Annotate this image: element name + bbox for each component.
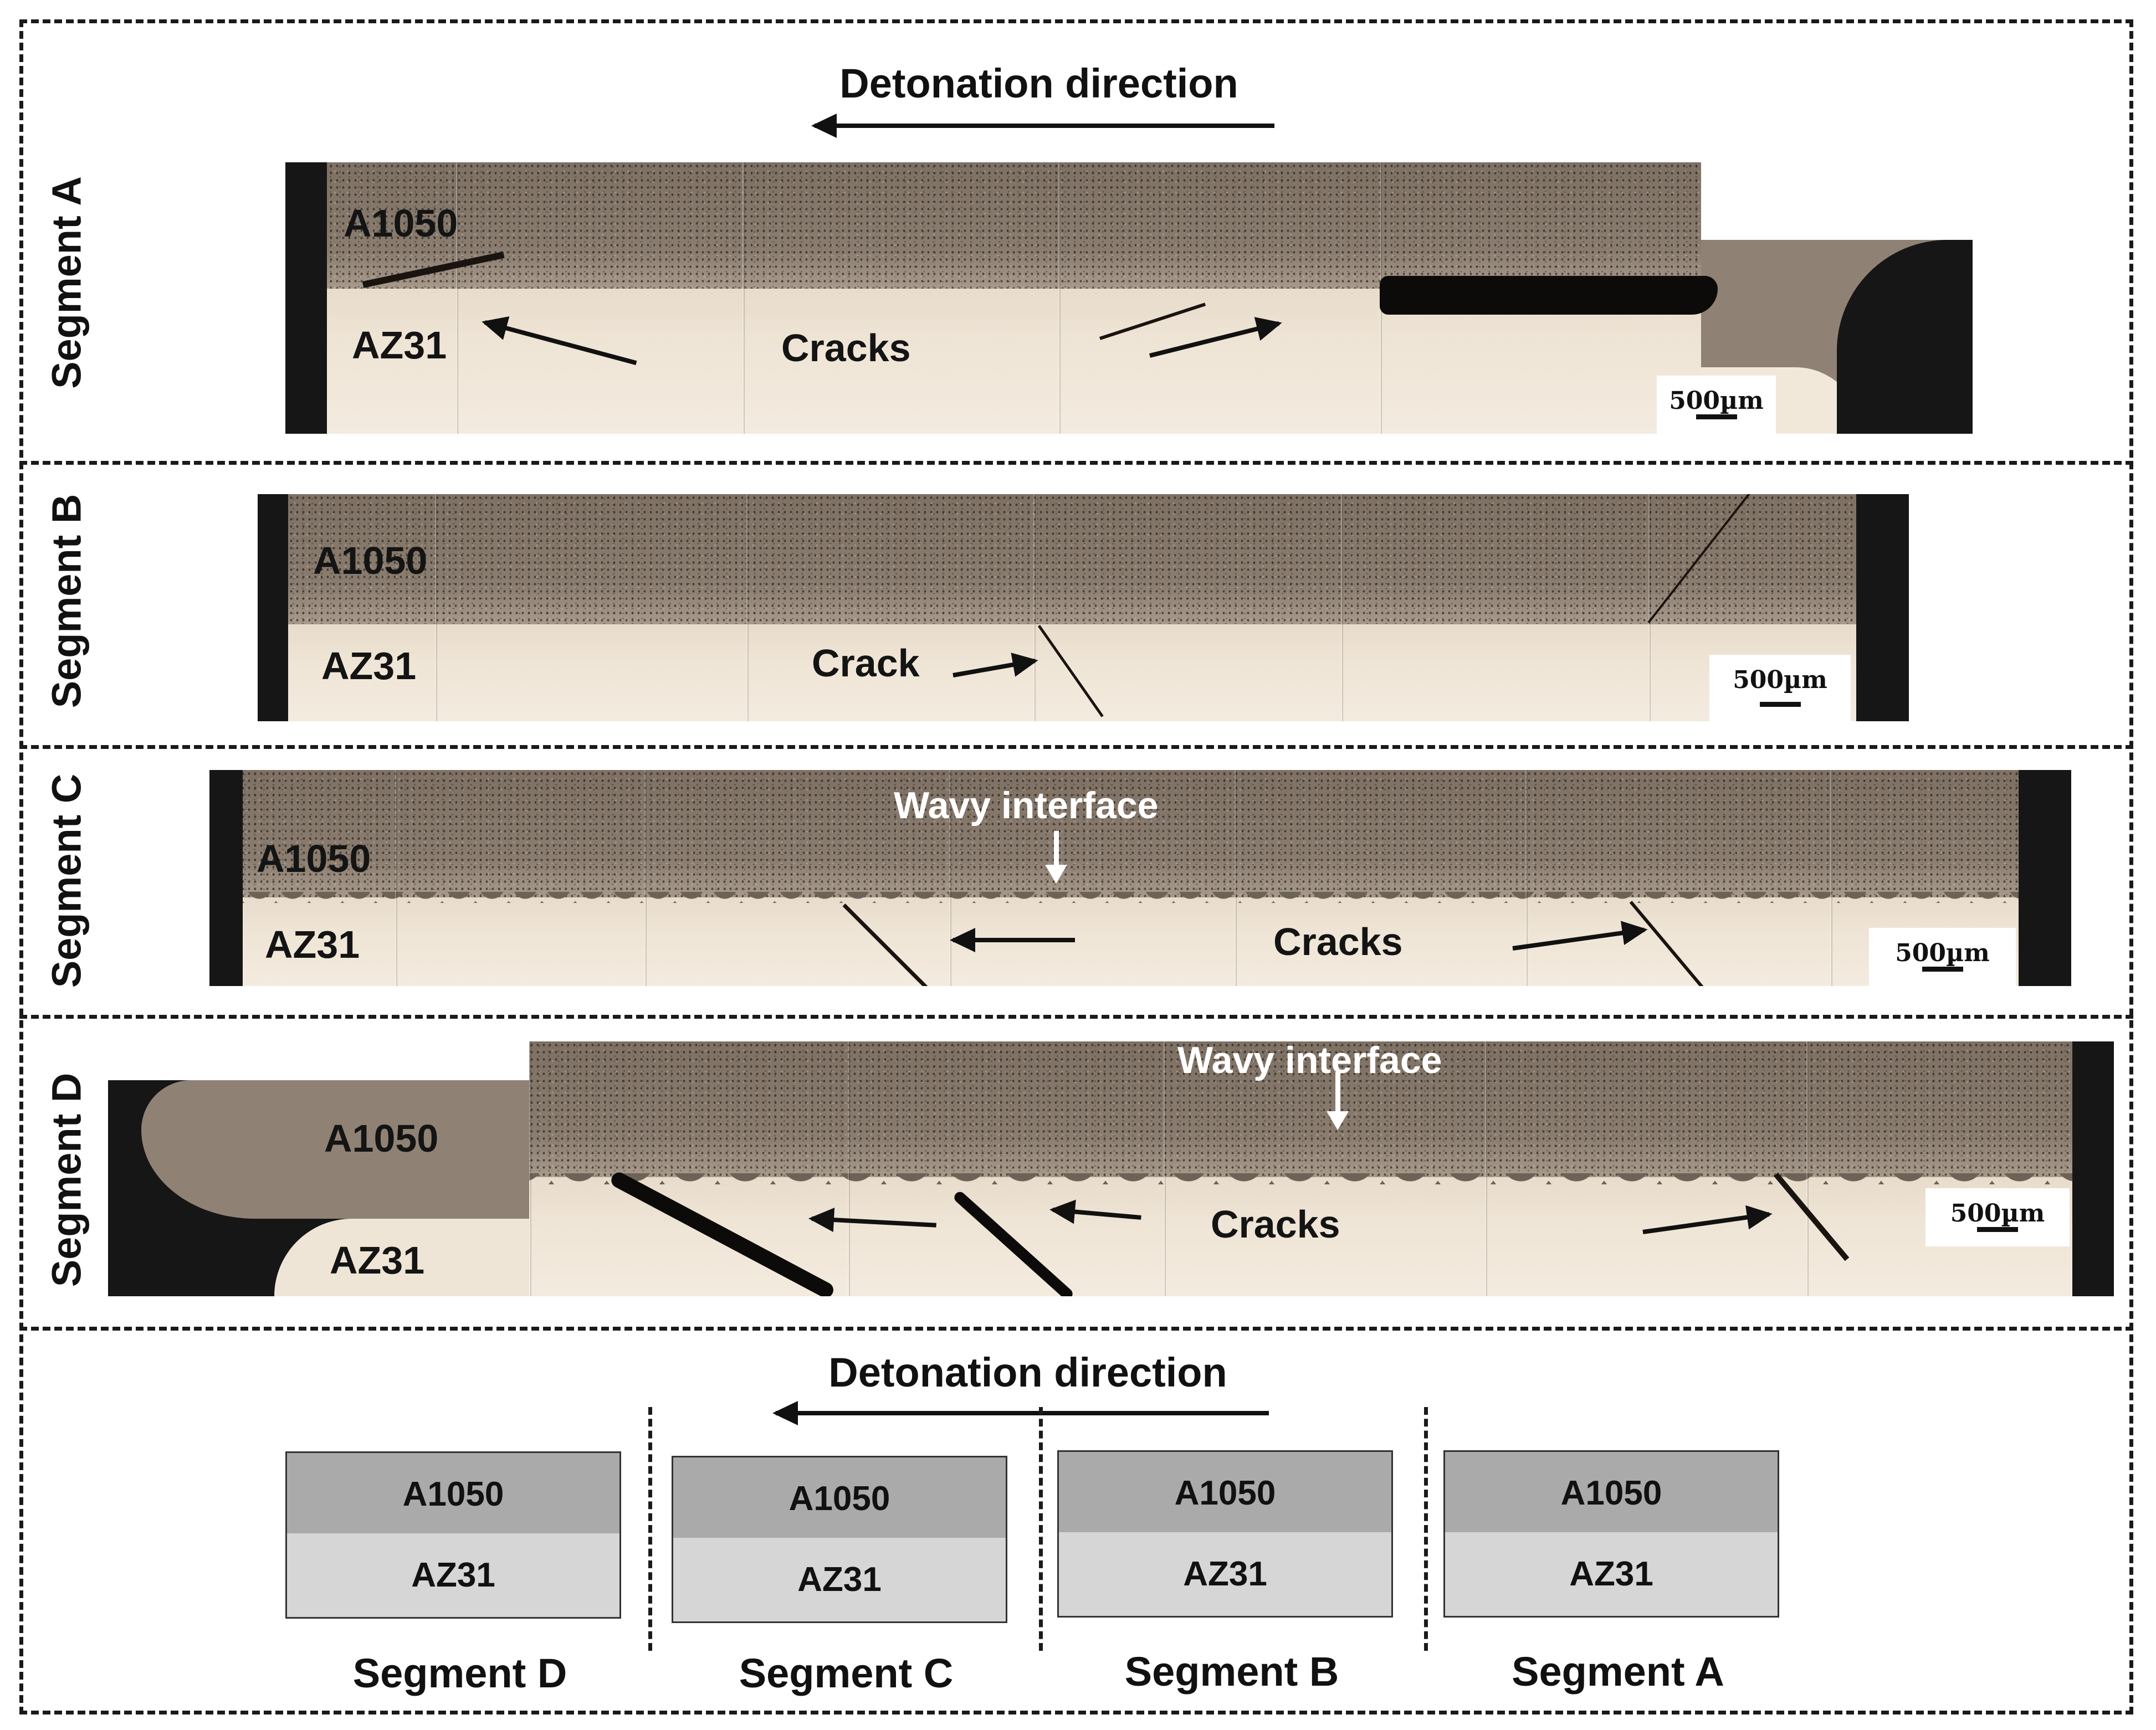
scale-bar: 500µm <box>1657 376 1776 434</box>
segment-c-micrograph: A1050 AZ31 Cracks Wavy interface 500µm <box>209 770 2071 986</box>
a1050-layer <box>258 494 1909 624</box>
row-separator <box>19 1015 2133 1019</box>
scale-bar: 500µm <box>1925 1188 2070 1246</box>
schematic-block-segment-d: A1050 AZ31 <box>285 1451 621 1619</box>
segment-d-micrograph: A1050 AZ31 Cracks Wavy interface 500µm <box>108 1041 2114 1296</box>
scale-bar-text: 500µm <box>1669 387 1764 415</box>
block-az31-layer: AZ31 <box>673 1538 1006 1621</box>
wavy-interface <box>108 1173 2114 1184</box>
a1050-layer <box>285 162 1973 289</box>
wavy-interface-label: Wavy interface <box>1177 1041 1442 1081</box>
az31-layer <box>209 897 2071 986</box>
a1050-layer <box>209 770 2071 897</box>
scale-bar-text: 500µm <box>1950 1199 2045 1228</box>
block-az31-layer: AZ31 <box>287 1533 619 1617</box>
block-a1050-layer: A1050 <box>287 1453 619 1537</box>
az31-layer <box>258 624 1909 721</box>
scale-bar-text: 500µm <box>1895 939 1990 967</box>
az31-label: AZ31 <box>265 923 360 966</box>
block-a1050-layer: A1050 <box>1059 1452 1391 1536</box>
row-separator <box>19 745 2133 749</box>
interface-pointer-arrow <box>1045 831 1067 884</box>
schematic-label-segment-d: Segment D <box>352 1650 567 1696</box>
detonation-arrow <box>811 114 1274 138</box>
schematic-divider <box>1424 1407 1428 1651</box>
schematic-detonation-arrow <box>772 1401 1269 1425</box>
figure-frame <box>19 19 2133 1714</box>
schematic-label-segment-b: Segment B <box>1124 1649 1339 1695</box>
az31-label: AZ31 <box>321 644 417 687</box>
schematic-detonation-label: Detonation direction <box>828 1349 1227 1395</box>
block-a1050-layer: A1050 <box>673 1457 1006 1541</box>
az31-label: AZ31 <box>352 324 447 367</box>
schematic-block-segment-c: A1050 AZ31 <box>672 1456 1007 1623</box>
segment-b-title: Segment B <box>43 494 90 709</box>
mount-edge <box>2019 770 2071 986</box>
detonation-direction-label: Detonation direction <box>839 60 1238 106</box>
schematic-block-segment-a: A1050 AZ31 <box>1443 1450 1779 1618</box>
segment-b-micrograph: A1050 AZ31 Crack 500µm <box>258 494 1909 721</box>
segment-a-title: Segment A <box>43 176 90 389</box>
mount-edge <box>285 162 327 434</box>
cracks-label: Cracks <box>781 326 911 369</box>
scale-bar: 500µm <box>1869 928 2016 986</box>
mount-edge <box>1856 494 1909 721</box>
scale-bar: 500µm <box>1709 655 1851 721</box>
row-separator <box>19 1327 2133 1331</box>
a1050-label: A1050 <box>257 837 371 880</box>
a1050-label: A1050 <box>344 202 458 245</box>
schematic-label-segment-c: Segment C <box>739 1650 954 1696</box>
a1050-label: A1050 <box>313 539 428 582</box>
interface-pointer-arrow <box>1327 1072 1349 1130</box>
cracks-label: Cracks <box>1211 1203 1340 1246</box>
schematic-divider <box>1039 1407 1043 1651</box>
a1050-label: A1050 <box>324 1117 439 1160</box>
mount-edge <box>258 494 288 721</box>
scale-bar-text: 500µm <box>1733 666 1827 694</box>
schematic-label-segment-a: Segment A <box>1512 1649 1724 1695</box>
schematic-block-segment-b: A1050 AZ31 <box>1057 1450 1393 1618</box>
wavy-interface <box>209 892 2071 903</box>
block-az31-layer: AZ31 <box>1445 1532 1778 1616</box>
mount-edge <box>2072 1041 2114 1296</box>
block-az31-layer: AZ31 <box>1059 1532 1391 1616</box>
mount-edge <box>209 770 243 986</box>
schematic-divider <box>648 1407 652 1651</box>
segment-c-title: Segment C <box>43 773 90 988</box>
cracks-label: Cracks <box>1273 920 1403 963</box>
wavy-interface-label: Wavy interface <box>894 784 1159 827</box>
segment-a-micrograph: A1050 AZ31 Cracks 500µm <box>285 162 1973 434</box>
az31-label: AZ31 <box>330 1239 425 1282</box>
segment-d-title: Segment D <box>43 1072 90 1287</box>
crack-label: Crack <box>812 641 920 685</box>
block-a1050-layer: A1050 <box>1445 1452 1778 1536</box>
row-separator <box>19 461 2133 465</box>
crack-pointer-arrow <box>950 928 1075 952</box>
crack-void <box>1380 276 1718 315</box>
